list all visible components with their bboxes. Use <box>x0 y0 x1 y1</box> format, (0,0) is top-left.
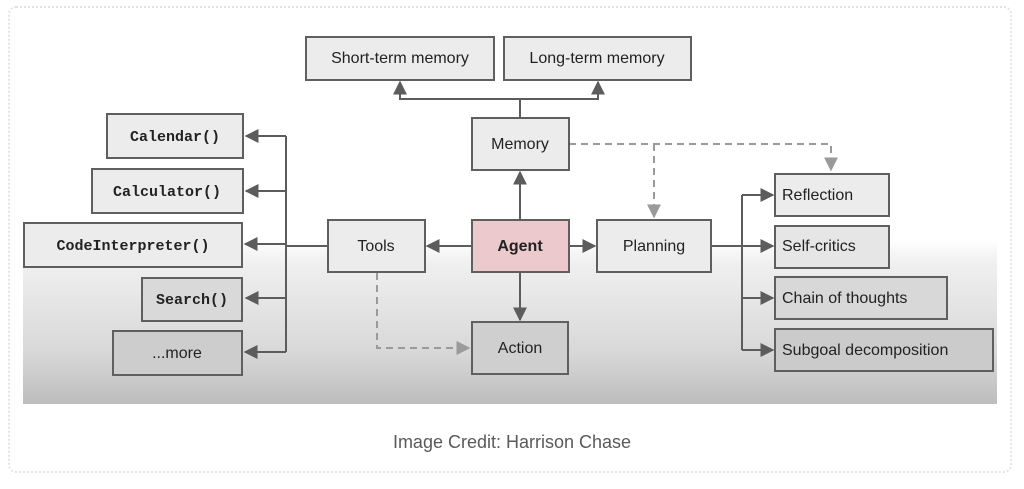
svg-text:Memory: Memory <box>491 136 549 153</box>
node-short-term-memory: Short-term memory <box>305 36 495 81</box>
edge-memory-to-planning-reflection-dashed <box>569 143 838 219</box>
node-planning: Planning <box>596 219 712 273</box>
svg-text:CodeInterpreter(): CodeInterpreter() <box>56 238 209 255</box>
svg-text:...more: ...more <box>152 345 202 362</box>
node-code-interpreter: CodeInterpreter() <box>23 222 243 268</box>
svg-text:Self-critics: Self-critics <box>782 238 856 255</box>
node-calendar: Calendar() <box>106 113 244 159</box>
svg-text:Long-term memory: Long-term memory <box>529 50 664 67</box>
svg-text:Tools: Tools <box>357 238 394 255</box>
svg-text:Reflection: Reflection <box>782 187 853 204</box>
edge-memory-to-short-long-term <box>393 80 605 118</box>
node-self-critics: Self-critics <box>774 225 890 269</box>
node-memory: Memory <box>471 117 570 171</box>
node-reflection: Reflection <box>774 173 890 217</box>
node-chain-of-thoughts: Chain of thoughts <box>774 276 948 320</box>
edge-tools-to-action-dashed <box>376 273 471 355</box>
svg-text:Calendar(): Calendar() <box>130 129 220 146</box>
figure-frame <box>8 6 1012 473</box>
svg-text:Calculator(): Calculator() <box>113 184 221 201</box>
node-calculator: Calculator() <box>91 168 244 214</box>
svg-text:Chain of thoughts: Chain of thoughts <box>782 290 907 307</box>
node-subgoal-decomposition: Subgoal decomposition <box>774 328 994 372</box>
svg-text:Search(): Search() <box>156 292 228 309</box>
edge-planning-fanout <box>711 188 775 357</box>
node-more: ...more <box>112 330 243 376</box>
node-search: Search() <box>141 277 243 322</box>
node-long-term-memory: Long-term memory <box>503 36 692 81</box>
edge-tools-fanout <box>243 129 328 359</box>
node-action: Action <box>471 321 569 375</box>
svg-text:Action: Action <box>498 340 542 357</box>
svg-text:Agent: Agent <box>497 238 543 255</box>
svg-text:Planning: Planning <box>623 238 685 255</box>
image-caption: Image Credit: Harrison Chase <box>392 432 632 452</box>
svg-text:Short-term memory: Short-term memory <box>331 50 469 67</box>
svg-text:Subgoal decomposition: Subgoal decomposition <box>782 342 948 359</box>
node-agent: Agent <box>471 219 570 273</box>
node-tools: Tools <box>327 219 426 273</box>
